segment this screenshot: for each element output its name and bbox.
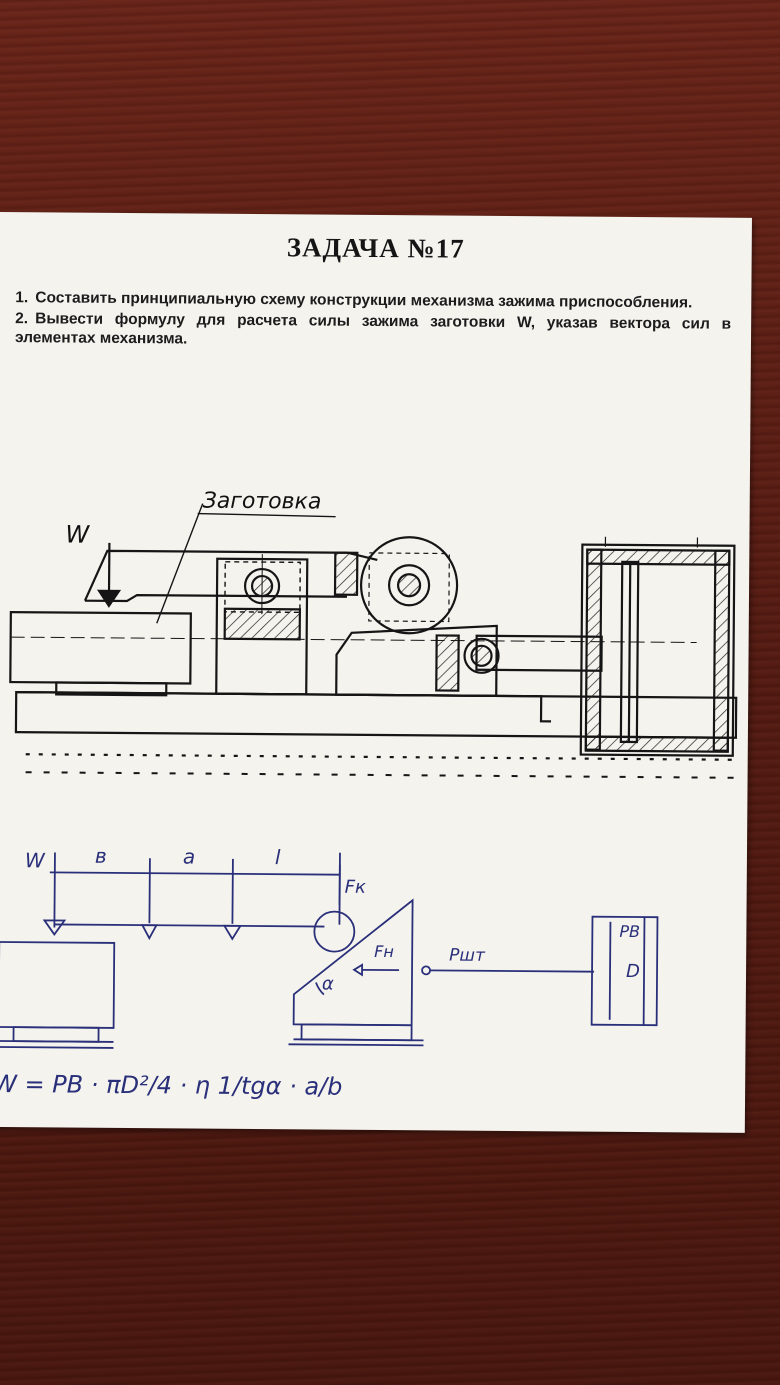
diameter-label: D: [626, 961, 640, 982]
workpiece-label: Заготовка: [203, 489, 322, 515]
force-rod-label: Pшт: [449, 946, 486, 966]
angle-label: α: [322, 974, 334, 995]
cylinder: [579, 543, 736, 757]
mechanism-drawing: Заготовка W: [0, 489, 738, 1101]
force-w-label: W: [65, 521, 90, 549]
formula: W = PB · πD²/4 · η 1/tgα · a/b: [0, 1070, 343, 1101]
force-fk-label: Fк: [345, 877, 367, 898]
clamp-lever: [83, 549, 378, 602]
document-sheet: ЗАДАЧА №17 1.Составить принципиальную сх…: [0, 212, 752, 1133]
sketch-w-label: W: [25, 848, 46, 872]
dim-l-label: l: [275, 845, 281, 869]
roller: [359, 536, 459, 635]
dim-a-label: а: [183, 844, 195, 868]
handwritten-sketch: [0, 852, 659, 1049]
workpiece: [9, 610, 192, 685]
sketch-labels: W в а l Fк Fн Pшт PB D α: [25, 844, 640, 995]
force-fn-label: Fн: [374, 942, 394, 961]
dim-b-label: в: [95, 844, 107, 868]
pressure-label: PB: [619, 922, 640, 941]
wedge: [335, 624, 498, 698]
